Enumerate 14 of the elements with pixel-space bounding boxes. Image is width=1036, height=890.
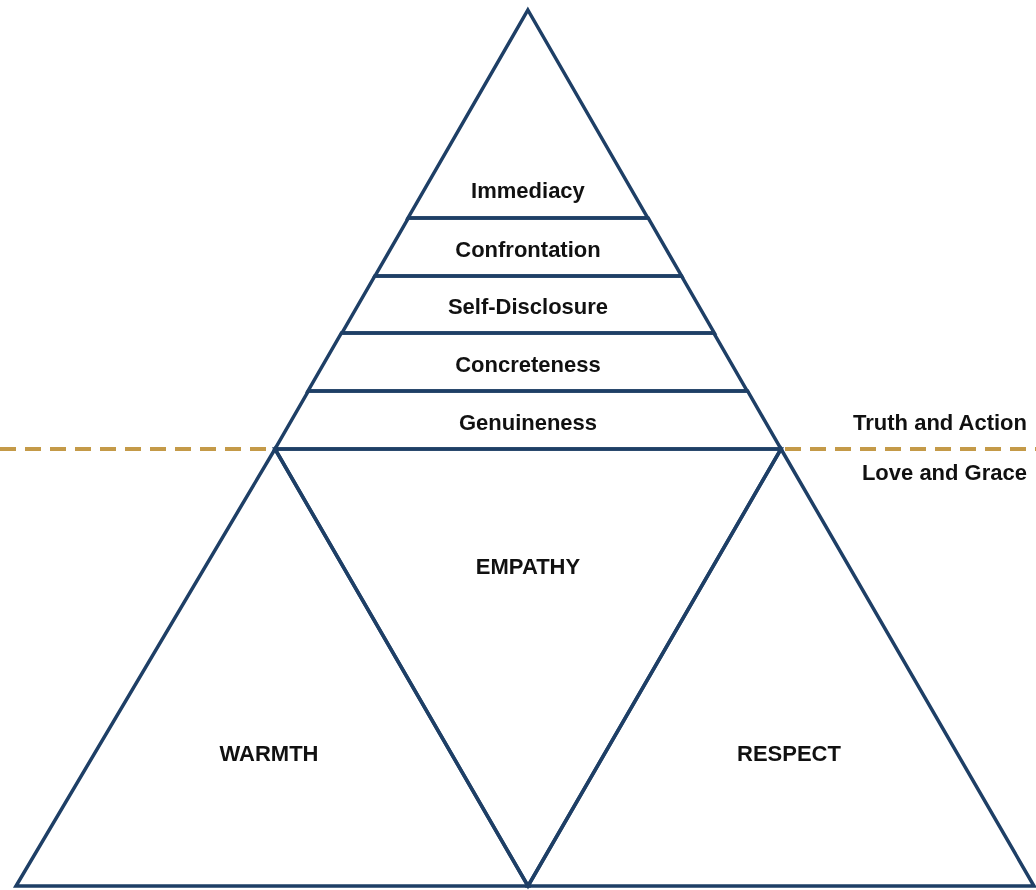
band-label: Concreteness [455,352,601,378]
band-label: Confrontation [455,237,601,263]
section-label: RESPECT [737,741,841,767]
section-label: EMPATHY [475,554,581,580]
band-label: Self-Disclosure [447,294,609,320]
zone-label: Love and Grace [861,460,1027,486]
band-label: Genuineness [458,410,598,436]
section-label: WARMTH [219,741,319,767]
pyramid-band [341,276,715,333]
pyramid-band [374,218,682,276]
zone-label: Truth and Action [853,410,1027,436]
pyramid-band [308,333,748,391]
band-label: Immediacy [471,178,585,204]
pyramid-band [275,391,781,449]
